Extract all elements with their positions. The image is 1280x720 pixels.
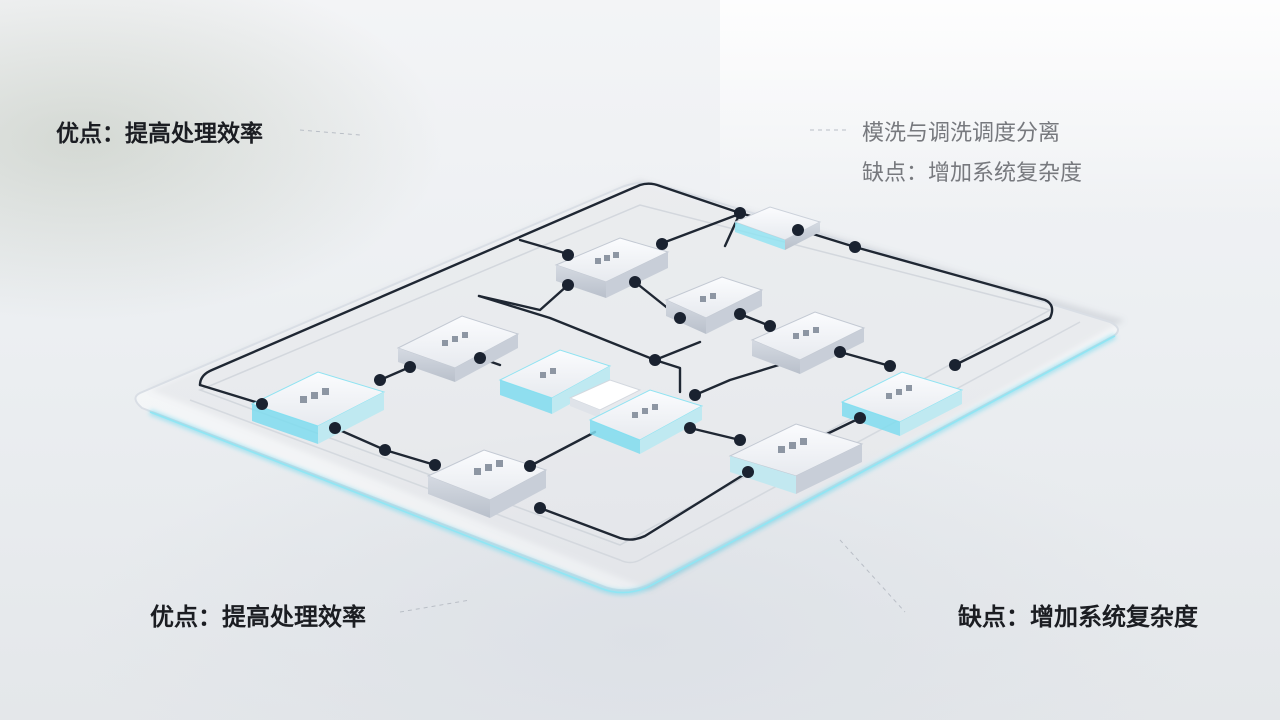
label-bottom-left: 优点：提高处理效率 <box>150 603 366 631</box>
label-top-left-text: 优点：提高处理效率 <box>56 121 263 147</box>
module-node <box>664 276 764 334</box>
window-light <box>720 0 1280 220</box>
module-node <box>554 237 670 298</box>
label-top-right-line1: 模洗与调洗调度分离 <box>862 121 1061 146</box>
board-shadow <box>150 180 1125 590</box>
module-node <box>840 371 964 436</box>
module-node <box>728 423 864 494</box>
board-edge-line <box>149 335 1116 594</box>
module-node <box>750 311 866 374</box>
module-node <box>568 379 642 418</box>
module-node <box>426 449 548 518</box>
module-node <box>588 389 704 454</box>
label-top-left: 优点：提高处理效率 <box>56 114 263 148</box>
module-node <box>396 315 520 382</box>
secondary-track <box>189 321 1081 564</box>
label-top-right-line2: 缺点：增加系统复杂度 <box>862 161 1083 186</box>
module-node <box>498 349 612 414</box>
connector-dots <box>256 207 961 514</box>
label-bottom-right: 缺点：增加系统复杂度 <box>958 603 1198 631</box>
leader-lines <box>299 129 906 613</box>
label-top-right: 模洗与调洗调度分离 缺点：增加系统复杂度 <box>862 114 1082 194</box>
